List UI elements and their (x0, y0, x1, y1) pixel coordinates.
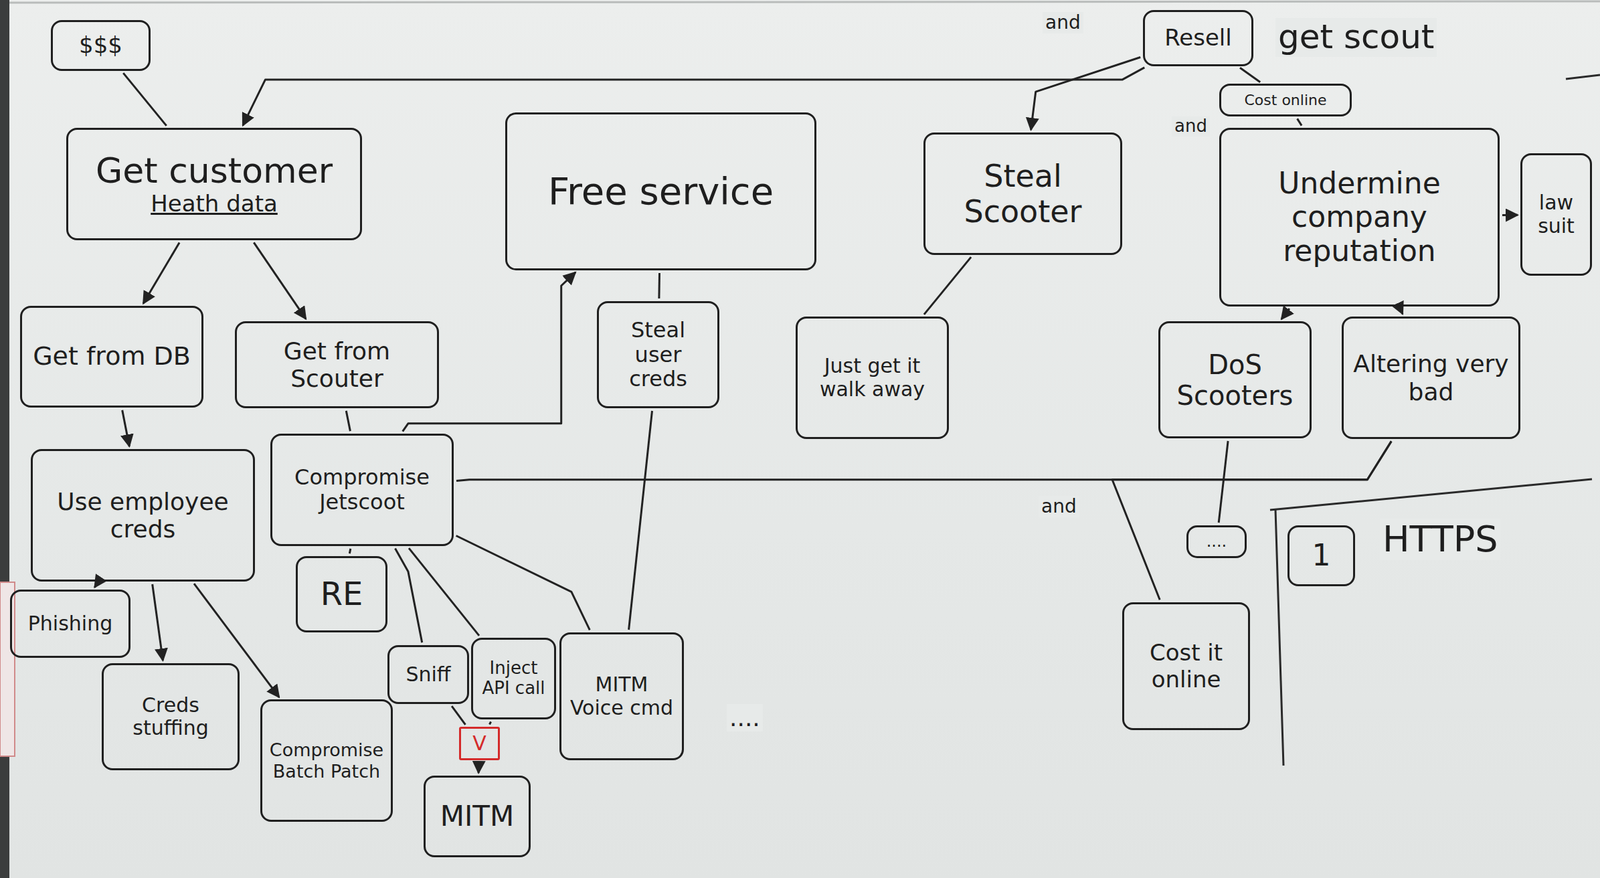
connector (242, 67, 1145, 126)
attack-node: $$$ (50, 20, 151, 71)
divider-line (1275, 509, 1284, 766)
attack-node: Resell (1142, 10, 1254, 67)
node-text: Creds stuffing (110, 693, 231, 741)
connector (456, 536, 591, 631)
connector (1239, 67, 1261, 82)
connector (924, 256, 971, 315)
node-text: V (472, 732, 487, 756)
node-text: Just get it walk away (804, 354, 941, 401)
node-text: Steal user creds (605, 317, 711, 392)
connector (489, 722, 492, 725)
attack-node: Undermine company reputation (1219, 127, 1500, 307)
node-text: law suit (1525, 191, 1587, 238)
attack-node: Inject API call (471, 637, 557, 720)
connector (408, 548, 480, 636)
connector (94, 583, 98, 587)
node-subtext: Heath data (150, 190, 278, 217)
attack-node: Cost online (1219, 83, 1352, 117)
node-text: Get from DB (32, 341, 191, 372)
attack-node: .... (1186, 525, 1247, 559)
attack-node: DoS Scooters (1158, 321, 1312, 439)
connector (1218, 440, 1228, 523)
connector (629, 410, 653, 630)
node-text: Resell (1164, 24, 1232, 51)
connector (451, 705, 466, 725)
attack-node: Phishing (10, 589, 131, 658)
note-label: and (1042, 12, 1084, 34)
node-text: Inject API call (476, 658, 551, 699)
connector (1400, 309, 1404, 315)
divider-line (1270, 479, 1592, 510)
node-text: Sniff (405, 663, 451, 687)
attack-node: Steal Scooter (923, 132, 1123, 255)
connector (143, 242, 180, 304)
attack-node: Free service (505, 112, 817, 271)
attack-node: Just get it walk away (795, 316, 949, 439)
attack-node: Get from DB (20, 305, 204, 408)
connector (657, 273, 661, 299)
node-text: $$$ (78, 32, 123, 59)
node-text: 1 (1312, 538, 1331, 573)
note-label: .... (726, 703, 763, 732)
attack-node: Creds stuffing (101, 663, 240, 771)
connector (122, 410, 130, 447)
connector (123, 72, 167, 126)
node-text: DoS Scooters (1167, 349, 1303, 411)
node-text: RE (320, 575, 364, 613)
attack-node: Sniff (387, 645, 470, 704)
connector (1112, 440, 1392, 600)
attack-node: 1 (1287, 525, 1356, 587)
connector (349, 548, 350, 554)
node-text: Altering very bad (1350, 349, 1512, 406)
connector (395, 548, 423, 644)
node-text: Undermine company reputation (1227, 166, 1491, 269)
attack-node: Get customerHeath data (66, 127, 363, 241)
note-label: and (1038, 495, 1080, 518)
connector (1031, 57, 1141, 131)
attack-node: law suit (1520, 153, 1592, 276)
attack-node: Cost it online (1122, 602, 1251, 731)
connector (194, 583, 280, 698)
connector (1281, 308, 1290, 320)
connector (253, 242, 306, 319)
node-text: Get customer (95, 151, 333, 192)
connector (456, 440, 1392, 481)
board-top-edge (9, 1, 1600, 3)
attack-node: Altering very bad (1341, 316, 1521, 439)
node-text: Phishing (28, 612, 113, 636)
attack-node: Compromise Jetscoot (270, 433, 454, 547)
attack-node: MITM Voice cmd (559, 632, 684, 761)
node-text: Get from Scouter (243, 337, 431, 393)
attack-node: Get from Scouter (234, 321, 439, 409)
sketch-line (1565, 74, 1600, 79)
attack-node: RE (295, 556, 388, 633)
node-text: Compromise Jetscoot (279, 465, 446, 515)
node-text: Compromise Batch Patch (269, 739, 385, 781)
connector (1297, 118, 1303, 126)
note-label: and (1171, 116, 1210, 137)
note-label: get scout (1275, 18, 1437, 57)
node-text: Free service (548, 169, 774, 213)
node-text: MITM Voice cmd (568, 673, 676, 720)
connector (152, 584, 164, 661)
node-text: .... (1206, 532, 1228, 552)
attack-node: Compromise Batch Patch (260, 699, 393, 822)
attack-node: MITM (423, 775, 531, 858)
node-text: Cost it online (1130, 639, 1242, 692)
note-label: HTTPS (1379, 518, 1501, 561)
connector (477, 762, 481, 773)
node-text: Steal Scooter (932, 158, 1114, 230)
node-text: Use employee creds (39, 487, 247, 544)
attack-node: Use employee creds (30, 449, 255, 582)
connector (345, 410, 350, 431)
tape (0, 582, 15, 757)
connector (1502, 214, 1518, 217)
node-text: MITM (440, 800, 515, 833)
attack-node: Steal user creds (596, 301, 720, 409)
gate-box: V (459, 726, 500, 761)
node-text: Cost online (1243, 91, 1327, 109)
